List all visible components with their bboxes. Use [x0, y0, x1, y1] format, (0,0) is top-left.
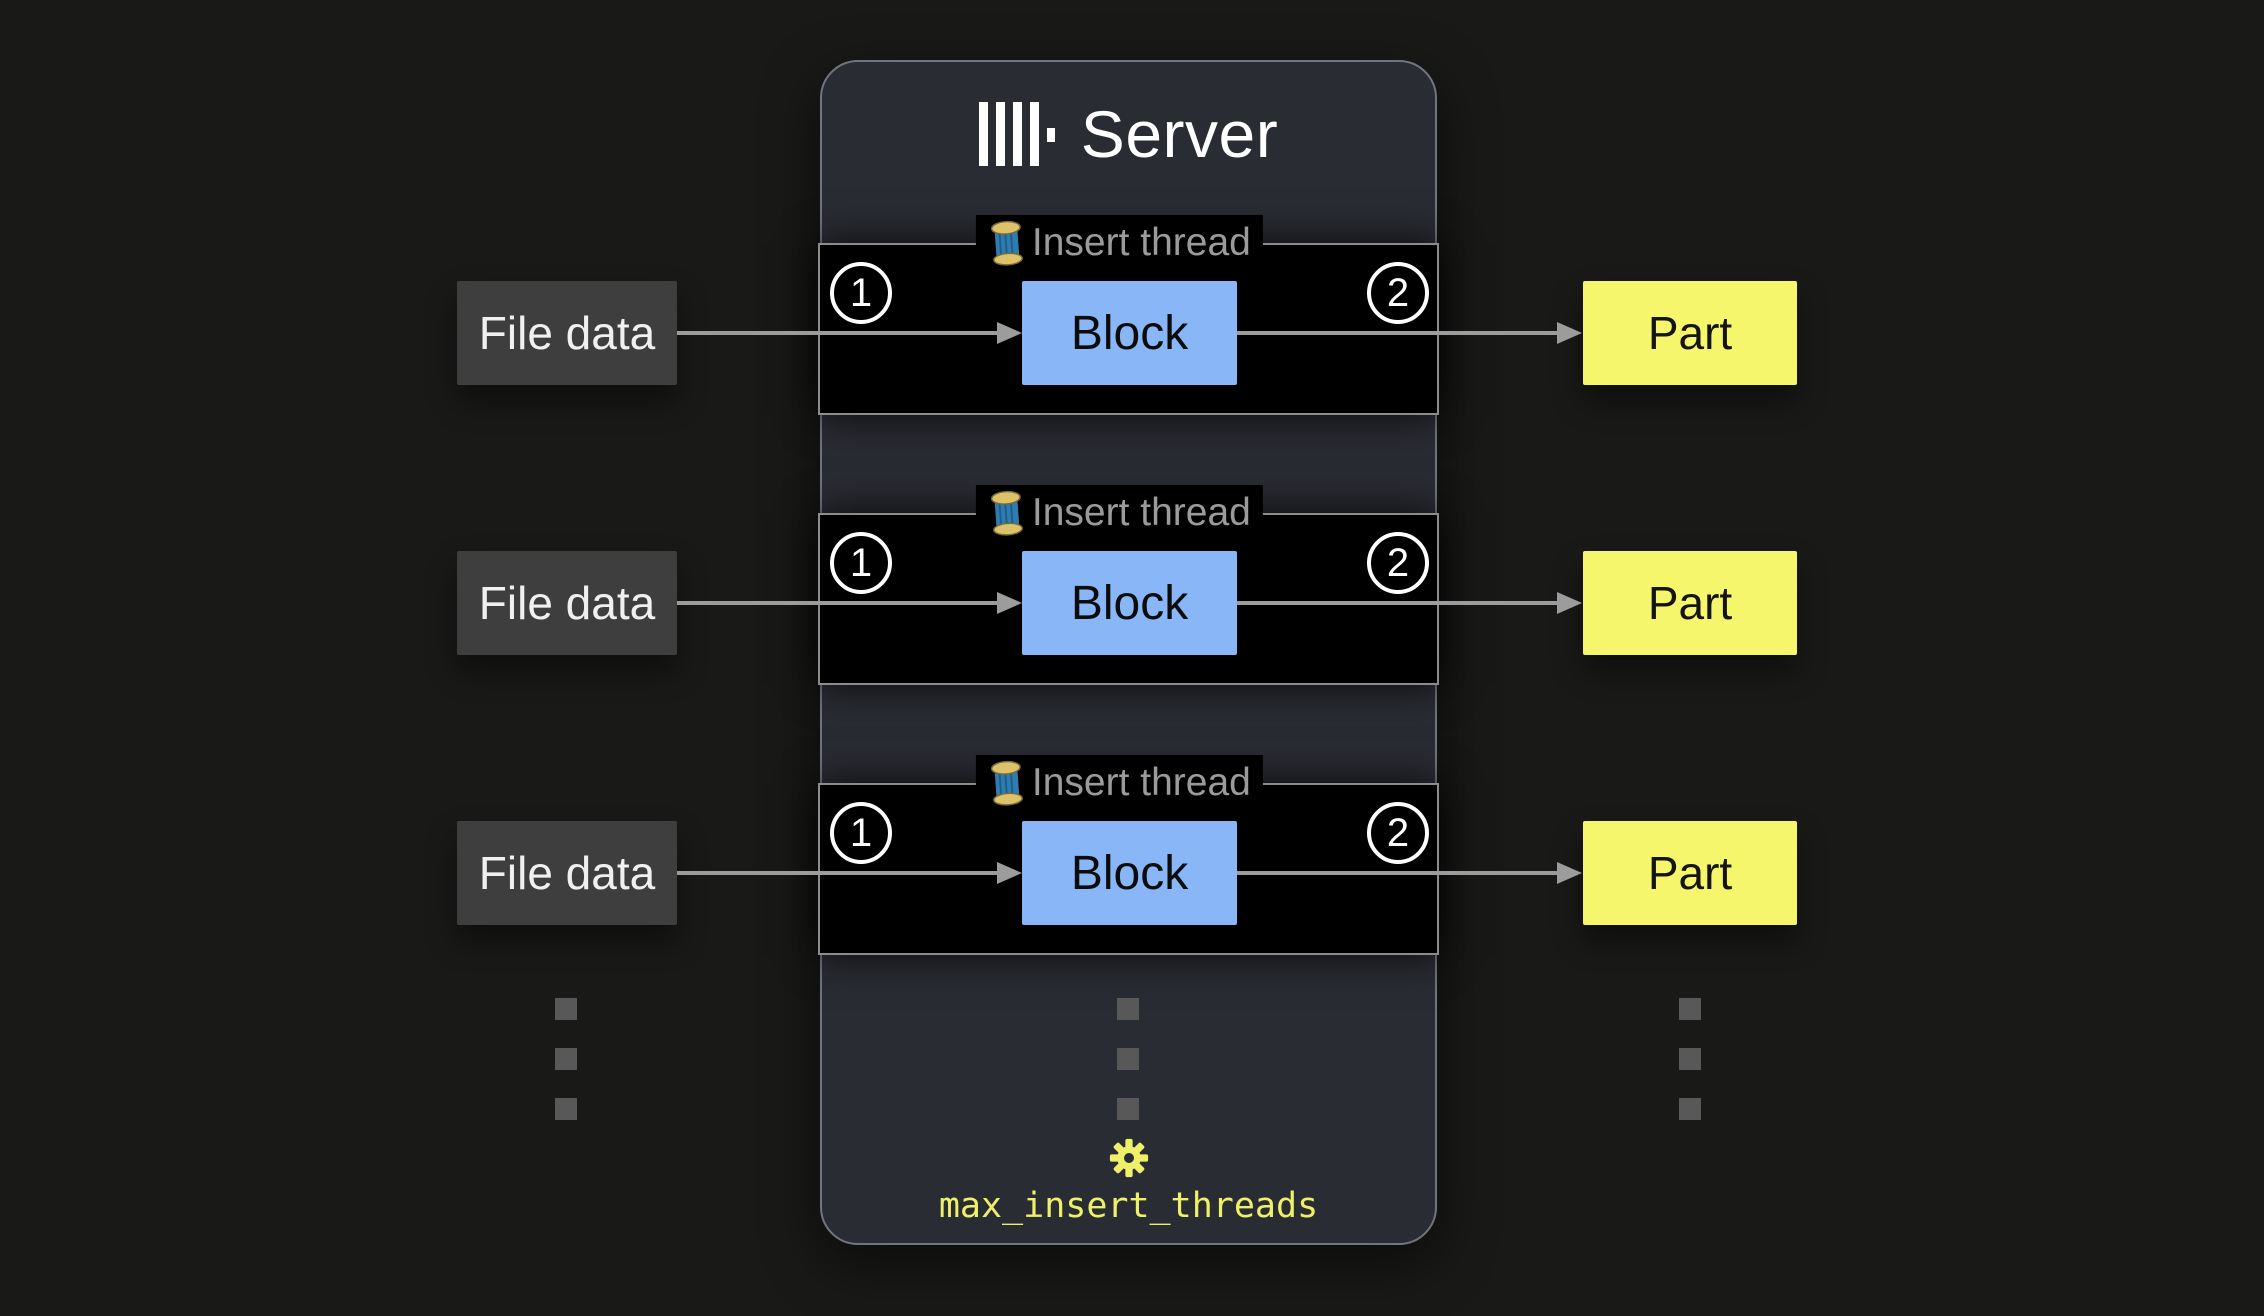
file-data-box: File data	[457, 551, 677, 655]
part-box: Part	[1583, 281, 1797, 385]
part-box: Part	[1583, 551, 1797, 655]
step-1-number: 1	[849, 810, 873, 855]
arrow-block-to-part	[1237, 601, 1559, 605]
dot	[555, 998, 577, 1020]
insert-thread-row: Insert thread File data 1 Block 2 Part	[0, 485, 2264, 685]
part-label: Part	[1647, 847, 1733, 899]
arrow-file-to-block	[677, 331, 999, 335]
dot	[1117, 1098, 1139, 1120]
insert-thread-row: Insert thread File data 1 Block 2 Part	[0, 755, 2264, 955]
dot	[1117, 1048, 1139, 1070]
step-2-number: 2	[1386, 810, 1410, 855]
arrow-file-to-block	[677, 601, 999, 605]
thread-legend: Insert thread	[975, 755, 1263, 811]
part-label: Part	[1647, 577, 1733, 629]
part-label: Part	[1647, 307, 1733, 359]
step-1-badge: 1	[830, 532, 892, 594]
arrow-head-icon	[997, 592, 1022, 614]
dot	[555, 1048, 577, 1070]
setting-label: max_insert_threads	[938, 1186, 1319, 1226]
insert-thread-row: Insert thread File data 1 Block 2 Part	[0, 215, 2264, 415]
part-box: Part	[1583, 821, 1797, 925]
block-box: Block	[1022, 281, 1237, 385]
arrow-head-icon	[1557, 322, 1582, 344]
thread-legend: Insert thread	[975, 215, 1263, 271]
file-data-label: File data	[478, 307, 656, 359]
block-label: Block	[1070, 576, 1189, 630]
block-label: Block	[1070, 846, 1189, 900]
server-title: Server	[1080, 97, 1279, 171]
step-2-number: 2	[1386, 270, 1410, 315]
step-2-badge: 2	[1367, 802, 1429, 864]
file-data-box: File data	[457, 281, 677, 385]
continuation-dots-right	[1679, 998, 1701, 1120]
thread-spool-icon	[990, 490, 1023, 536]
arrow-head-icon	[997, 322, 1022, 344]
arrow-head-icon	[1557, 862, 1582, 884]
dot	[1679, 998, 1701, 1020]
thread-spool-icon	[990, 760, 1023, 806]
step-1-badge: 1	[830, 802, 892, 864]
block-box: Block	[1022, 821, 1237, 925]
server-setting: max_insert_threads	[820, 1138, 1437, 1226]
dot	[555, 1098, 577, 1120]
step-2-badge: 2	[1367, 532, 1429, 594]
file-data-label: File data	[478, 847, 656, 899]
file-data-label: File data	[478, 577, 656, 629]
block-label: Block	[1070, 306, 1189, 360]
arrow-block-to-part	[1237, 331, 1559, 335]
arrow-head-icon	[1557, 592, 1582, 614]
arrow-head-icon	[997, 862, 1022, 884]
continuation-dots-center	[1117, 998, 1139, 1120]
step-1-number: 1	[849, 540, 873, 585]
dot	[1679, 1048, 1701, 1070]
dot	[1117, 998, 1139, 1020]
thread-legend-label: Insert thread	[1031, 221, 1251, 264]
block-box: Block	[1022, 551, 1237, 655]
step-1-badge: 1	[830, 262, 892, 324]
gear-icon	[1109, 1138, 1148, 1178]
continuation-dots-left	[555, 998, 577, 1120]
server-header: Server	[820, 100, 1437, 168]
thread-legend-label: Insert thread	[1031, 761, 1251, 804]
thread-legend: Insert thread	[975, 485, 1263, 541]
file-data-box: File data	[457, 821, 677, 925]
dot	[1679, 1098, 1701, 1120]
step-1-number: 1	[849, 270, 873, 315]
arrow-file-to-block	[677, 871, 999, 875]
clickhouse-logo-icon	[978, 102, 1055, 166]
step-2-badge: 2	[1367, 262, 1429, 324]
thread-legend-label: Insert thread	[1031, 491, 1251, 534]
arrow-block-to-part	[1237, 871, 1559, 875]
thread-spool-icon	[990, 220, 1023, 266]
step-2-number: 2	[1386, 540, 1410, 585]
